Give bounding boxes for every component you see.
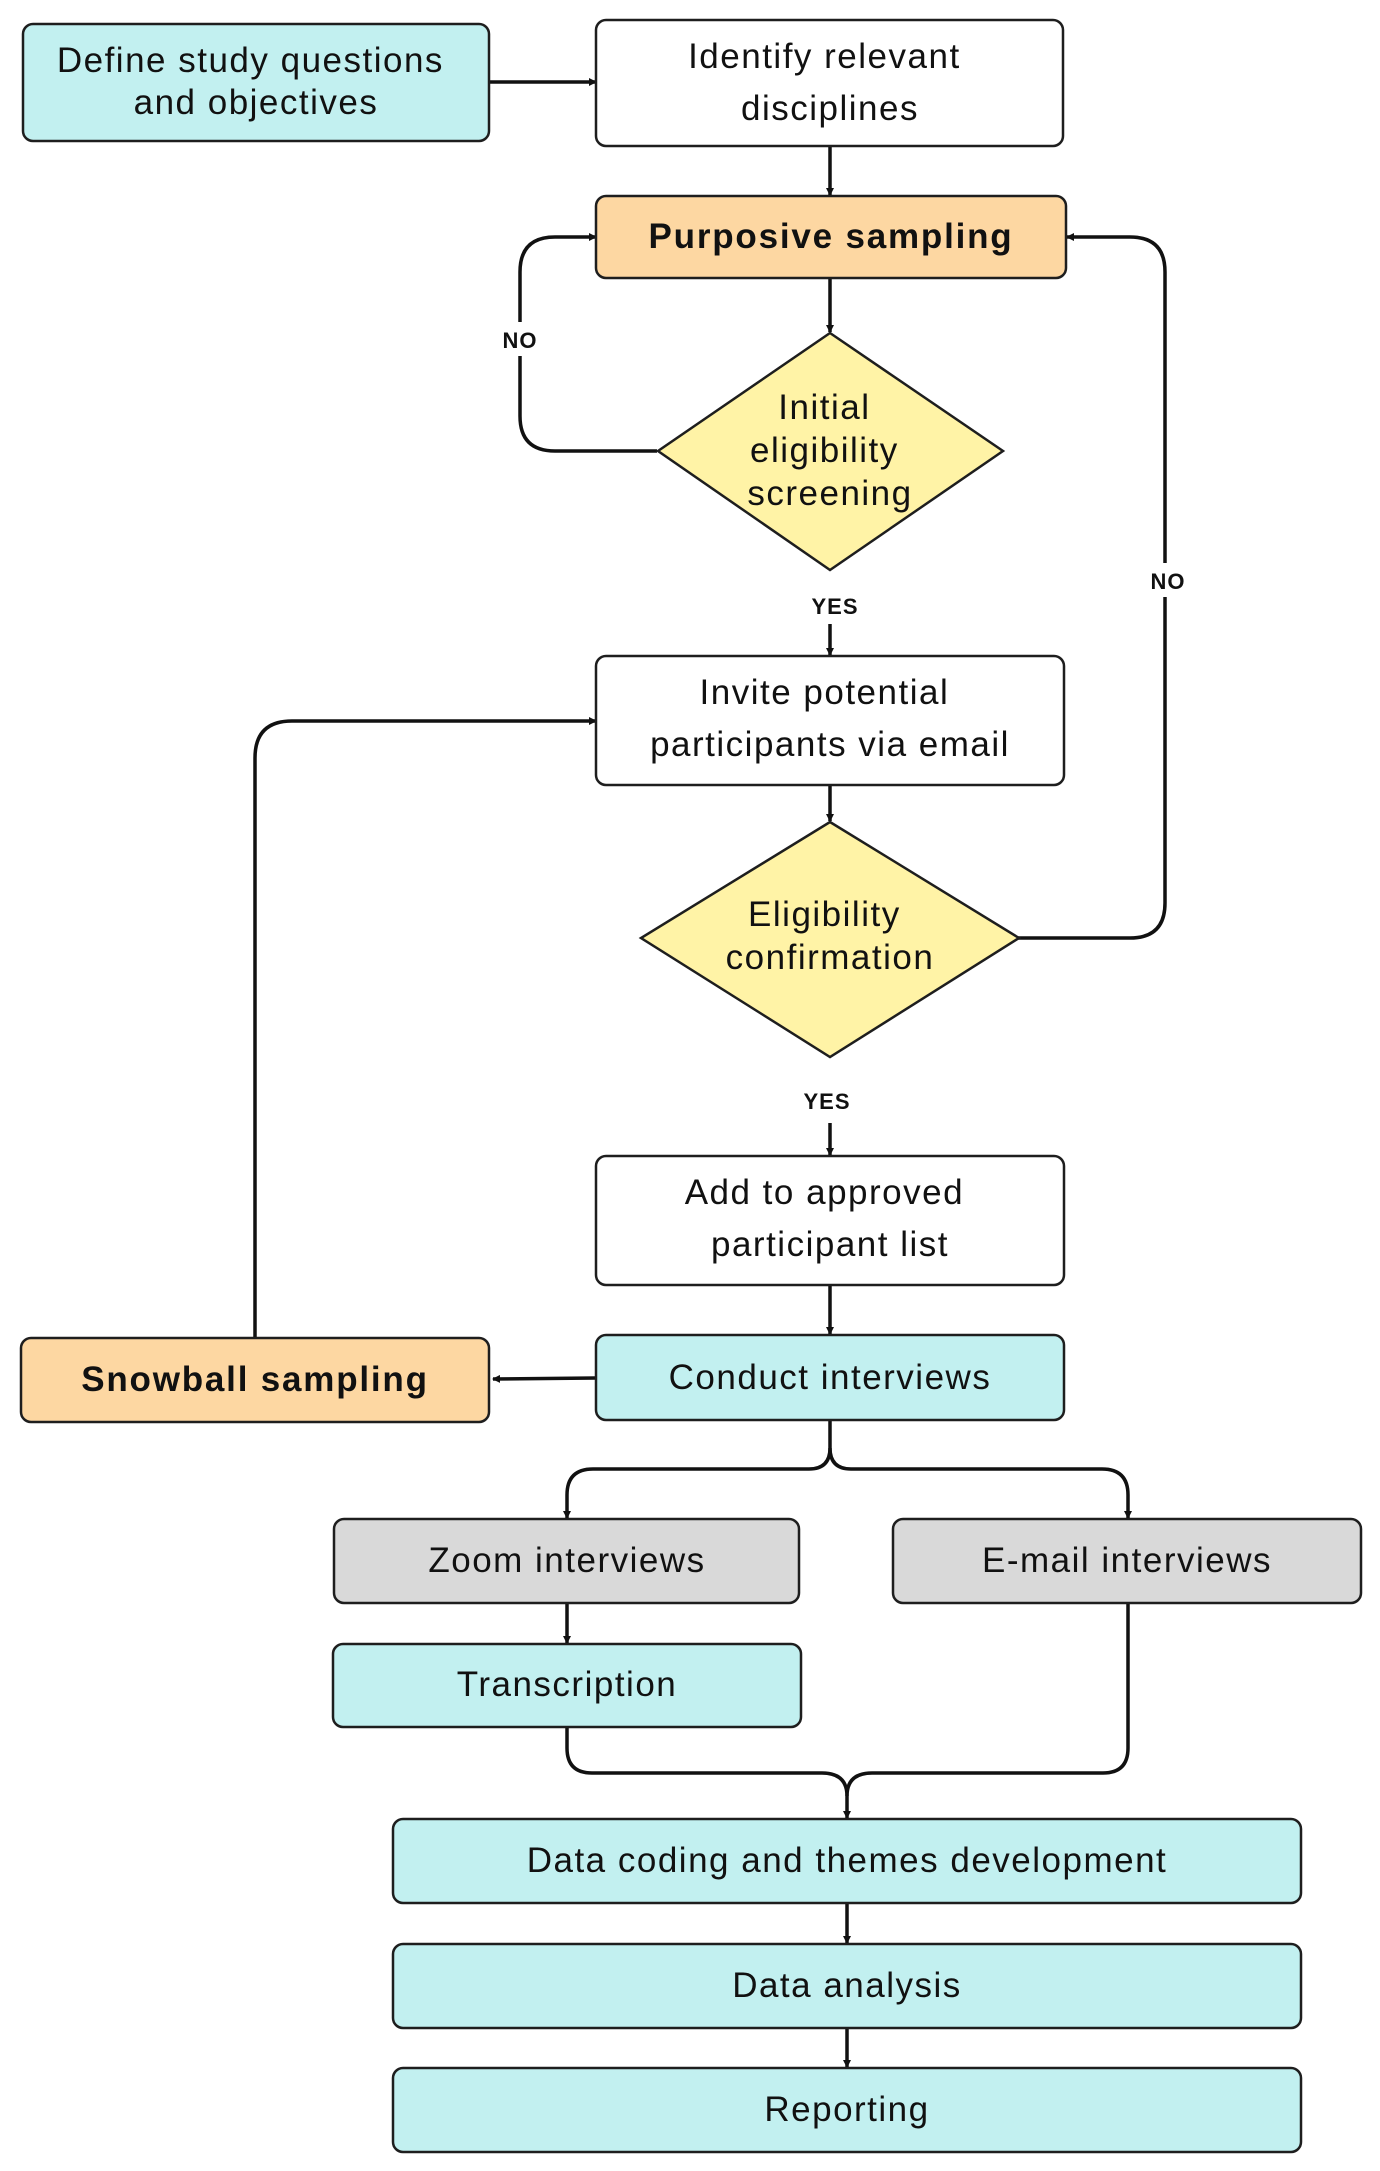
node-line: Zoom interviews <box>428 1541 705 1580</box>
node-line: Data coding and themes development <box>527 1841 1168 1880</box>
svg-text:Data analysis: Data analysis <box>732 1966 962 2005</box>
node-box <box>331 1642 803 1729</box>
node-line: Reporting <box>764 2090 929 2129</box>
node-conduct-interviews: Conduct interviews <box>594 1333 1066 1422</box>
decision-diamond <box>655 331 1006 572</box>
node-line: Transcription <box>457 1665 678 1704</box>
node-line: Define study questions <box>57 41 444 80</box>
node-line: Initial <box>778 388 870 427</box>
node-line: disciplines <box>741 89 919 128</box>
node-box <box>391 1942 1303 2030</box>
node-box <box>594 654 1066 787</box>
node-invite-participants: Invite potential participants via email <box>594 654 1066 787</box>
node-box <box>391 1817 1303 1905</box>
edge-conduct-to-snowball <box>492 1374 597 1383</box>
edge-snowball-to-invite <box>253 717 597 1338</box>
edge-label-screening-yes: YES <box>811 594 858 619</box>
svg-text:E-mail interviews: E-mail interviews <box>982 1541 1272 1580</box>
node-initial-eligibility-screening: Initial eligibility screening <box>655 331 1006 572</box>
svg-text:Reporting: Reporting <box>764 2090 929 2129</box>
node-approved-participant-list: Add to approved participant list <box>594 1154 1066 1287</box>
node-line: Identify relevant <box>688 37 961 76</box>
svg-text:Add to approved partic: Add to approved participant list <box>685 1173 976 1264</box>
edge-conduct-split-right <box>828 1447 1132 1519</box>
svg-text:Initial eligibility: Initial eligibility screening <box>747 388 912 513</box>
edge-label-confirmation-no: NO <box>1151 569 1186 594</box>
node-box <box>594 1333 1066 1422</box>
svg-text:Invite potential parti: Invite potential participants via email <box>650 673 1010 764</box>
node-box <box>391 2066 1303 2154</box>
node-box <box>332 1517 801 1605</box>
svg-text:Snowball sampling: Snowball sampling <box>81 1360 429 1399</box>
edge-label-bg <box>802 588 858 622</box>
svg-text:Identify relevant disc: Identify relevant disciplines <box>688 37 972 128</box>
node-box <box>594 194 1068 280</box>
svg-text:Transcription: Transcription <box>457 1665 678 1704</box>
edge-label-bg <box>1140 563 1190 597</box>
node-box <box>594 18 1065 148</box>
edge-transcription-merge <box>565 1727 851 1819</box>
node-data-analysis: Data analysis <box>391 1942 1303 2030</box>
node-line: Add to approved <box>685 1173 964 1212</box>
node-line: E-mail interviews <box>982 1541 1272 1580</box>
edge-email-merge <box>845 1603 1130 1797</box>
nodes: Define study questions and objectives Id… <box>19 18 1363 2154</box>
svg-text:Zoom interviews: Zoom interviews <box>428 1541 705 1580</box>
svg-text:Data coding and themes develop: Data coding and themes development <box>527 1841 1168 1880</box>
node-snowball-sampling: Snowball sampling <box>19 1336 491 1424</box>
node-reporting: Reporting <box>391 2066 1303 2154</box>
node-eligibility-confirmation: Eligibility confirmation <box>638 820 1022 1059</box>
svg-text:Conduct interviews: Conduct interviews <box>669 1358 992 1397</box>
edge-label-confirmation-yes: YES <box>803 1089 850 1114</box>
node-identify-disciplines: Identify relevant disciplines <box>594 18 1065 148</box>
svg-text:Eligibility confirmati: Eligibility confirmation <box>726 895 935 977</box>
edge-label-screening-no: NO <box>503 328 538 353</box>
node-line: participant list <box>711 1225 949 1264</box>
edge-label-bg <box>797 1084 853 1118</box>
node-line: Data analysis <box>732 1966 962 2005</box>
node-box <box>19 1336 491 1424</box>
node-line: eligibility <box>750 431 899 470</box>
node-box <box>891 1517 1363 1605</box>
node-line: Conduct interviews <box>669 1358 992 1397</box>
node-data-coding: Data coding and themes development <box>391 1817 1303 1905</box>
node-email-interviews: E-mail interviews <box>891 1517 1363 1605</box>
node-line: Snowball sampling <box>81 1360 429 1399</box>
node-transcription: Transcription <box>331 1642 803 1729</box>
svg-text:Define study questions: Define study questions and objectives <box>57 41 455 122</box>
node-line: Eligibility <box>748 895 901 934</box>
node-line: screening <box>747 474 912 513</box>
edge-labels: NO YES NO YES <box>495 322 1190 1118</box>
node-line: participants via email <box>650 725 1010 764</box>
node-box <box>21 22 491 143</box>
node-line: and objectives <box>134 83 379 122</box>
node-zoom-interviews: Zoom interviews <box>332 1517 801 1605</box>
edge-label-bg <box>495 322 545 356</box>
node-define-study-questions: Define study questions and objectives <box>21 22 491 143</box>
svg-text:Purposive sampling: Purposive sampling <box>649 217 1014 256</box>
node-line: Purposive sampling <box>649 217 1014 256</box>
node-box <box>594 1154 1066 1287</box>
node-line: Invite potential <box>700 673 950 712</box>
node-line: confirmation <box>726 938 935 977</box>
decision-diamond <box>638 820 1022 1059</box>
connectors <box>253 78 1167 2068</box>
edge-conduct-split <box>563 1420 832 1519</box>
node-purposive-sampling: Purposive sampling <box>594 194 1068 280</box>
